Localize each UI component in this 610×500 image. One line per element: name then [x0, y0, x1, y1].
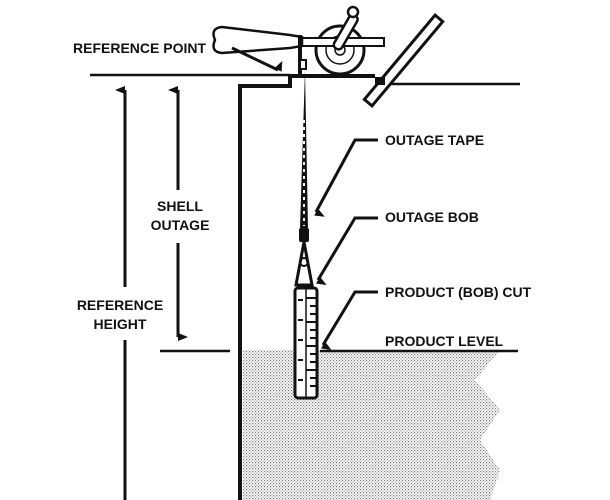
tape-reel [212, 5, 385, 76]
product-liquid [243, 350, 500, 500]
outage-bob-arrow [315, 216, 378, 286]
label-reference-height-2: HEIGHT [94, 316, 147, 332]
label-outage-tape: OUTAGE TAPE [385, 132, 484, 148]
outage-bob-connector [294, 228, 314, 287]
outage-tape [300, 70, 308, 228]
hatch-lid [362, 13, 445, 108]
label-shell-outage-2: OUTAGE [151, 217, 210, 233]
reference-point-arrow [231, 46, 283, 72]
label-product-level: PRODUCT LEVEL [385, 333, 504, 349]
label-reference-height-1: REFERENCE [77, 297, 163, 313]
outage-bob [293, 286, 319, 400]
label-shell-outage-1: SHELL [157, 198, 203, 214]
label-reference-point: REFERENCE POINT [73, 40, 206, 56]
product-cut-arrow [320, 290, 378, 351]
label-outage-bob: OUTAGE BOB [385, 209, 479, 225]
tank-shell [238, 74, 375, 500]
outage-tape-arrow [314, 138, 378, 217]
label-product-bob-cut: PRODUCT (BOB) CUT [385, 284, 532, 300]
